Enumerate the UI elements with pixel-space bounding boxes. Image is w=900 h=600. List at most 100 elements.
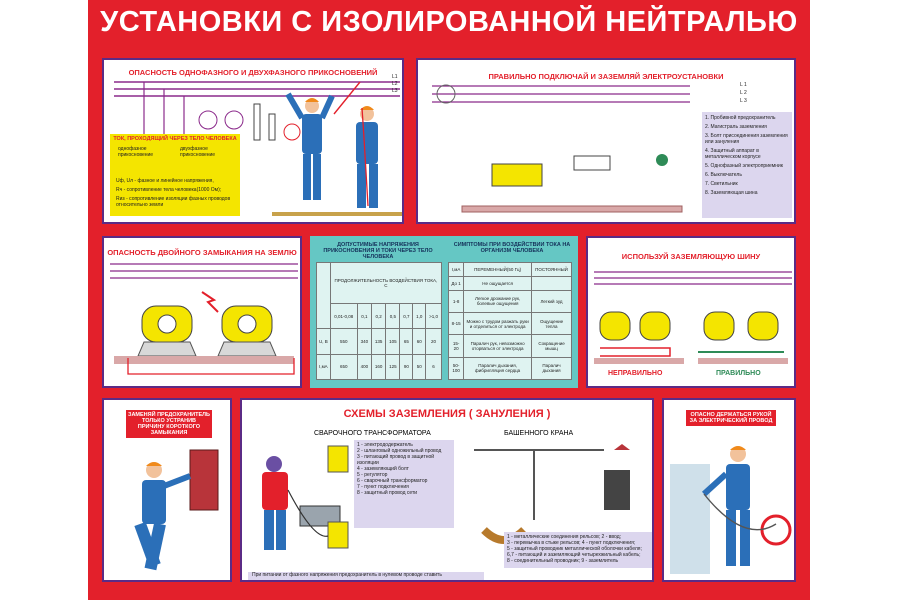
duration-cell: 0,7	[399, 303, 414, 330]
symptom-cell: 50-100	[447, 356, 465, 381]
weld-legend-item: 3 - питающий провод в защитной изоляции	[357, 454, 435, 466]
legend-item: 7. Светильник	[705, 181, 738, 187]
ground-bus-diagram	[594, 271, 792, 364]
symptom-cell: 8-15	[447, 311, 465, 336]
welder-legend: 1 - электрододержатель 2 - шланговый одн…	[354, 440, 454, 528]
legend-item: 1. Пробивной предохранитель	[705, 115, 776, 121]
panel1-title: ОПАСНОСТЬ ОДНОФАЗНОГО И ДВУХФАЗНОГО ПРИК…	[128, 68, 378, 77]
u-cell: 340	[356, 328, 372, 355]
legend-line-2: Rч - сопротивление тела человека(1000 Ом…	[116, 187, 222, 193]
symptom-cell: Можно с трудом разжать руки и отделиться…	[463, 311, 533, 336]
symptom-cell: Паралич рук, невозможно оторваться от эл…	[463, 334, 533, 358]
crane-legend-item: 5 - защитный проводник металлической обо…	[507, 546, 642, 552]
duration-cell: 0,1	[356, 303, 372, 330]
weld-legend-item: 7 - пункт подключения	[357, 484, 409, 490]
panel-tables: ДОПУСТИМЫЕ НАПРЯЖЕНИЯ ПРИКОСНОВЕНИЯ И ТО…	[310, 236, 578, 388]
weld-legend-item: 1 - электрододержатель	[357, 442, 413, 448]
formula-box-title: ТОК, ПРОХОДЯЩИЙ ЧЕРЕЗ ТЕЛО ЧЕЛОВЕКА	[113, 136, 237, 142]
crane-legend-item: 1 - металлические соединения рельсов; 2 …	[507, 534, 622, 540]
current-formula-box: ТОК, ПРОХОДЯЩИЙ ЧЕРЕЗ ТЕЛО ЧЕЛОВЕКА одно…	[110, 134, 240, 216]
welder-subtitle: СВАРОЧНОГО ТРАНСФОРМАТОРА	[314, 430, 431, 437]
panel3-title: ОПАСНОСТЬ ДВОЙНОГО ЗАМЫКАНИЯ НА ЗЕМЛЮ	[107, 248, 297, 257]
safety-poster: УСТАНОВКИ С ИЗОЛИРОВАННОЙ НЕЙТРАЛЬЮ ОПАС…	[88, 0, 810, 600]
voltage-table: ПРОДОЛЖИТЕЛЬНОСТЬ ВОЗДЕЙСТВИЯ ТОКА, С 0,…	[316, 261, 443, 381]
panel7-title: СХЕМЫ ЗАЗЕМЛЕНИЯ ( ЗАНУЛЕНИЯ )	[343, 408, 551, 420]
symptom-cell: Легкое дрожание рук, болевые ощущения	[463, 289, 533, 313]
symptom-cell: 15-20	[447, 334, 465, 358]
fuse-warning-label: ЗАМЕНЯЙ ПРЕДОХРАНИТЕЛЬ ТОЛЬКО УСТРАНИВ П…	[126, 410, 212, 438]
symptom-header: ПОСТОЯННЫЙ	[531, 262, 572, 277]
legend-item: 8. Заземляющая шина	[705, 190, 758, 196]
panel-touch-danger: ОПАСНОСТЬ ОДНОФАЗНОГО И ДВУХФАЗНОГО ПРИК…	[102, 58, 404, 224]
i-cell: 125	[385, 353, 401, 381]
u-cell: 65	[399, 328, 414, 355]
legend-item: 2. Магистраль заземления	[705, 124, 767, 130]
i-cell: 400	[356, 353, 372, 381]
u-cell: 60	[412, 328, 427, 355]
symptom-cell: Паралич дыхания, фибрилляция сердца	[463, 356, 533, 381]
panel-fuse-replace: ЗАМЕНЯЙ ПРЕДОХРАНИТЕЛЬ ТОЛЬКО УСТРАНИВ П…	[102, 398, 232, 582]
workers-figures	[272, 92, 402, 216]
crane-legend-item: 3 - перемычка в стыке рельсов; 4 - пункт…	[507, 540, 636, 546]
p2-phase-l2: L 2	[740, 90, 747, 96]
crane-legend-item: 8 - соединительный проводник; 9 - заземл…	[507, 558, 619, 564]
p2-phase-l1: L 1	[740, 82, 747, 88]
phase-label-l3: L3	[392, 88, 398, 94]
symptom-cell: Легкий зуд	[531, 289, 572, 313]
duration-header: ПРОДОЛЖИТЕЛЬНОСТЬ ВОЗДЕЙСТВИЯ ТОКА, С	[329, 261, 443, 305]
grounding-schematic	[432, 84, 690, 213]
duration-cell: 0,2	[370, 303, 387, 330]
grounding-legend: 1. Пробивной предохранитель 2. Магистрал…	[702, 112, 792, 218]
i-cell: 650	[329, 353, 358, 381]
symptom-header: ПЕРЕМЕННЫЙ(50 Гц)	[463, 262, 533, 277]
panel-double-fault: ОПАСНОСТЬ ДВОЙНОГО ЗАМЫКАНИЯ НА ЗЕМЛЮ	[102, 236, 302, 388]
weld-legend-item: 4 - заземляющий болт	[357, 466, 409, 472]
duration-cell: 0,01-0,08	[329, 303, 358, 330]
u-row-label: U, В	[316, 328, 331, 355]
panel2-title: ПРАВИЛЬНО ПОДКЛЮЧАЙ И ЗАЗЕМЛЯЙ ЭЛЕКТРОУС…	[488, 72, 724, 81]
panel-grounding-connection: ПРАВИЛЬНО ПОДКЛЮЧАЙ И ЗАЗЕМЛЯЙ ЭЛЕКТРОУС…	[416, 58, 796, 224]
table-right-title: СИМПТОМЫ ПРИ ВОЗДЕЙСТВИИ ТОКА НА ОРГАНИЗ…	[453, 242, 571, 254]
i-cell: 90	[399, 353, 414, 381]
symptom-cell: Ощущение тепла	[531, 311, 572, 336]
phase-note-text: При питании от фазного напряжения предох…	[252, 572, 442, 578]
symptom-cell: Паралич дыхания	[531, 356, 572, 381]
weld-legend-item: 8 - защитный провод сети	[357, 490, 418, 496]
duration-cell: >1,0	[425, 303, 442, 330]
symptom-cell: Не ощущается	[463, 275, 533, 291]
crane-legend-item: 6,7 - питающий и заземляющий четырехжиль…	[507, 552, 641, 558]
phase-note: При питании от фазного напряжения предох…	[248, 572, 484, 580]
symptom-header: I,мА	[447, 262, 465, 277]
symptom-cell: 1-8	[447, 289, 465, 313]
legend-item: 3. Болт присоединения заземления или зан…	[705, 133, 788, 145]
fuse-worker-figure	[134, 449, 219, 571]
legend-line-1: Uф, Uл - фазное и линейное напряжения,	[116, 178, 214, 184]
right-label: ПРАВИЛЬНО	[716, 370, 761, 377]
welder-diagram	[262, 445, 349, 550]
table-left-title: ДОПУСТИМЫЕ НАПРЯЖЕНИЯ ПРИКОСНОВЕНИЯ И ТО…	[323, 242, 433, 260]
i-cell: 160	[370, 353, 387, 381]
wrong-label: НЕПРАВИЛЬНО	[608, 370, 663, 377]
weld-legend-item: 2 - шланговый одножильный провод	[357, 448, 442, 454]
u-cell: 20	[425, 328, 442, 355]
duration-cell: 1,0	[412, 303, 427, 330]
legend-item: 4. Защитный аппарат в металлическом корп…	[705, 148, 761, 160]
i-cell: 6	[425, 353, 442, 381]
duration-cell: 0,5	[385, 303, 401, 330]
formula-col1: однофазное прикосновение	[118, 146, 154, 158]
phase-label-l1: L1	[392, 74, 398, 80]
u-cell: 135	[370, 328, 387, 355]
p2-phase-l3: L 3	[740, 98, 747, 104]
i-cell: 50	[412, 353, 427, 381]
phase-label-l2: L2	[392, 81, 398, 87]
panel-hold-wire: ОПАСНО ДЕРЖАТЬСЯ РУКОЙ ЗА ЭЛЕКТРИЧЕСКИЙ …	[662, 398, 796, 582]
panel5-title: ИСПОЛЬЗУЙ ЗАЗЕМЛЯЮЩУЮ ШИНУ	[621, 252, 761, 261]
weld-legend-item: 6 - сварочный трансформатор	[357, 478, 428, 484]
panel-ground-bus: ИСПОЛЬЗУЙ ЗАЗЕМЛЯЮЩУЮ ШИНУ НЕПРАВИЛЬНО П…	[586, 236, 796, 388]
poster-title: УСТАНОВКИ С ИЗОЛИРОВАННОЙ НЕЙТРАЛЬЮ	[100, 6, 798, 38]
legend-line-3: Rиз - сопротивление изоляции фазных пров…	[116, 196, 231, 208]
symptom-cell: Сокращение мышц	[531, 334, 572, 358]
symptom-cell	[531, 275, 572, 291]
weld-legend-item: 5 - регулятор	[357, 472, 388, 478]
